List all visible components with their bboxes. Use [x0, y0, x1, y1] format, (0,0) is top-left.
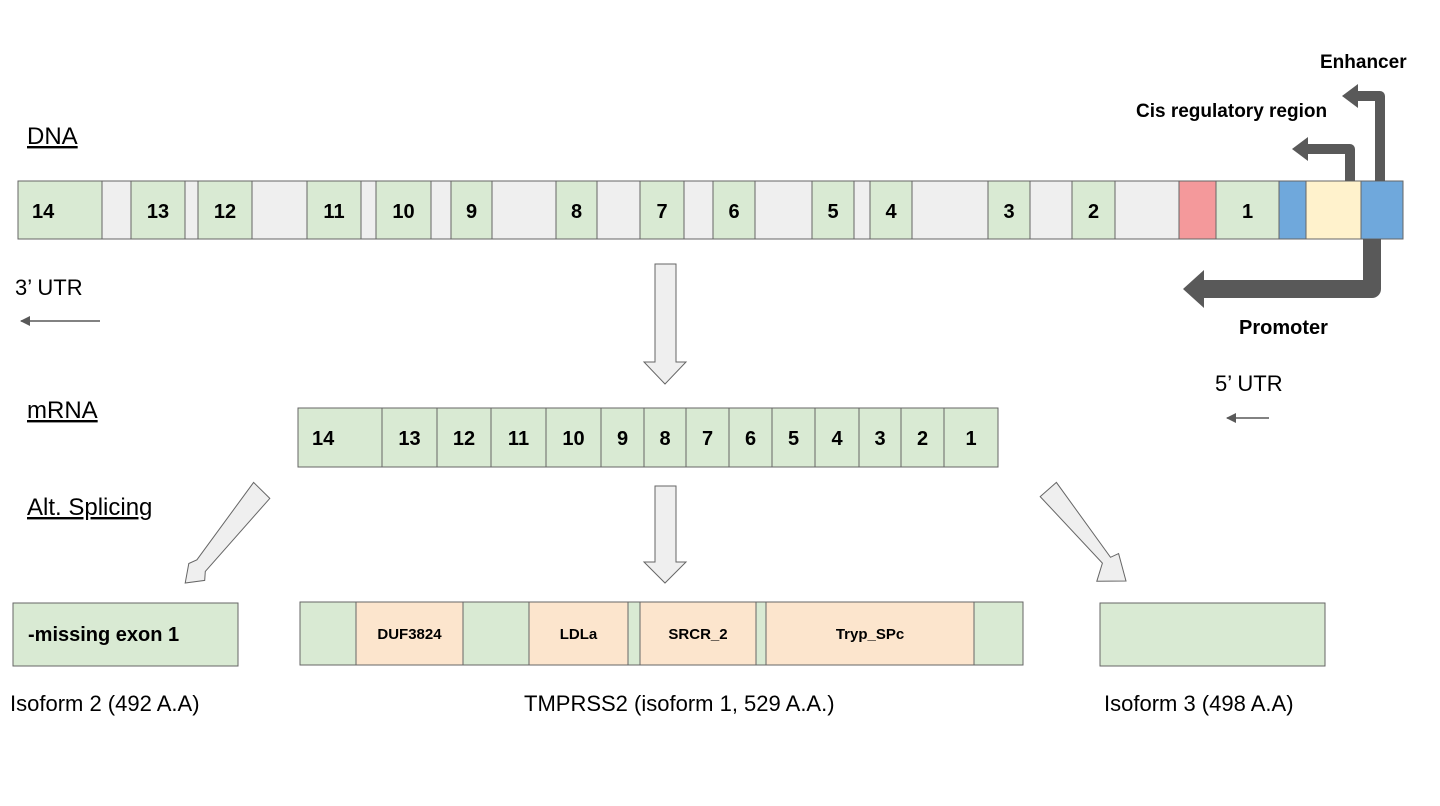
isoform3-box — [1099, 602, 1326, 667]
cis-regulatory-arrow — [1308, 144, 1355, 181]
mrna-exon-label: 12 — [453, 428, 475, 450]
isoform2-inner-label: -missing exon 1 — [28, 624, 179, 646]
dna-exon-4 — [869, 180, 913, 240]
dna-exon-10 — [375, 180, 432, 240]
mrna-exon-label: 3 — [874, 428, 885, 450]
mrna-exon-label: 13 — [398, 428, 420, 450]
mrna-exon-label: 5 — [788, 428, 799, 450]
mrna-exon-10 — [545, 407, 602, 468]
mrna-label: mRNA — [27, 397, 98, 424]
dna-yellow-element — [1305, 180, 1362, 240]
mrna-exon-13 — [381, 407, 438, 468]
dna-exon-label: 3 — [1003, 201, 1014, 223]
domain-duf3824 — [355, 601, 464, 666]
isoform1: DUF3824 LDLa SRCR_2 Tryp_SPc — [299, 601, 1024, 666]
dna-exon-7 — [639, 180, 685, 240]
splice-arrow-left — [184, 481, 271, 584]
promoter-label: Promoter — [1239, 317, 1328, 339]
mrna-exon-1 — [943, 407, 999, 468]
isoform2-box — [12, 602, 239, 667]
mrna-exon-6 — [728, 407, 773, 468]
enhancer-arrow — [1358, 91, 1385, 181]
domain-label: LDLa — [560, 626, 598, 643]
dna-exon-11 — [306, 180, 362, 240]
mrna-exon-label: 7 — [702, 428, 713, 450]
regulatory-arrows — [1183, 84, 1385, 308]
dna-blue-element-left — [1278, 180, 1307, 240]
mrna-strand: 14 13 12 11 10 9 8 7 6 5 4 3 2 1 — [297, 407, 999, 468]
isoform3-caption: Isoform 3 (498 A.A) — [1104, 691, 1294, 716]
dna-exon-8 — [555, 180, 598, 240]
domain-label: SRCR_2 — [668, 626, 727, 643]
dna-exon-6 — [712, 180, 756, 240]
dna-exon-2 — [1071, 180, 1116, 240]
dna-exon-group: 14 13 12 11 10 9 8 7 6 5 4 3 2 1 — [17, 180, 1280, 240]
mrna-exon-label: 1 — [965, 428, 976, 450]
mrna-exon-label: 14 — [312, 428, 335, 450]
dna-exon-label: 1 — [1242, 201, 1253, 223]
dna-exon-9 — [450, 180, 493, 240]
mrna-exon-label: 6 — [745, 428, 756, 450]
enhancer-label: Enhancer — [1320, 52, 1407, 73]
mrna-exon-label: 4 — [831, 428, 843, 450]
dna-exon-5 — [811, 180, 855, 240]
alt-splicing-label: Alt. Splicing — [27, 494, 152, 521]
mrna-exon-11 — [490, 407, 547, 468]
cis-regulatory-arrow-head — [1292, 137, 1308, 161]
mrna-exon-label: 2 — [917, 428, 928, 450]
dna-exon-label: 13 — [147, 201, 169, 223]
domain-label: DUF3824 — [377, 626, 442, 643]
utr3-label: 3’ UTR — [15, 275, 83, 300]
domain-ldla — [528, 601, 629, 666]
dna-exon-label: 4 — [885, 201, 897, 223]
dna-exon-12 — [197, 180, 253, 240]
dna-exon-label: 14 — [32, 201, 55, 223]
dna-exon-label: 7 — [656, 201, 667, 223]
mrna-exon-label: 10 — [562, 428, 584, 450]
dna-exon-1 — [1215, 180, 1280, 240]
mrna-exon-12 — [436, 407, 492, 468]
dna-exon-3 — [987, 180, 1031, 240]
domain-label: Tryp_SPc — [836, 626, 904, 643]
mrna-exon-5 — [771, 407, 816, 468]
enhancer-arrow-head — [1342, 84, 1358, 108]
isoform2-caption: Isoform 2 (492 A.A) — [10, 691, 200, 716]
dna-exon-label: 5 — [827, 201, 838, 223]
dna-exon-label: 9 — [466, 201, 477, 223]
promoter-arrow — [1204, 239, 1381, 298]
mrna-exon-8 — [643, 407, 687, 468]
dna-blue-element-right — [1360, 180, 1404, 240]
dna-strand: 14 13 12 11 10 9 8 7 6 5 4 3 2 1 — [17, 180, 1404, 240]
mrna-exon-4 — [814, 407, 860, 468]
dna-exon-label: 8 — [571, 201, 582, 223]
dna-exon-label: 12 — [214, 201, 236, 223]
splice-arrow-right — [1039, 481, 1127, 582]
dna-exon-label: 11 — [323, 201, 344, 223]
transcription-arrow — [642, 263, 688, 385]
isoform1-caption: TMPRSS2 (isoform 1, 529 A.A.) — [524, 691, 835, 716]
splice-arrow-center — [642, 485, 688, 584]
mrna-exon-9 — [600, 407, 645, 468]
dna-exon-14 — [17, 180, 103, 240]
mrna-exon-label: 11 — [508, 428, 529, 450]
mrna-exon-label: 8 — [659, 428, 670, 450]
mrna-exon-2 — [900, 407, 945, 468]
mrna-exon-14 — [297, 407, 383, 468]
dna-red-element — [1178, 180, 1217, 240]
dna-exon-label: 10 — [392, 201, 414, 223]
domain-tryp-spc — [765, 601, 975, 666]
utr5-label: 5’ UTR — [1215, 371, 1283, 396]
dna-exon-label: 2 — [1088, 201, 1099, 223]
domain-srcr-2 — [639, 601, 757, 666]
mrna-exon-label: 9 — [617, 428, 628, 450]
dna-label: DNA — [27, 123, 78, 150]
dna-exon-13 — [130, 180, 186, 240]
promoter-arrow-head — [1183, 270, 1204, 308]
isoform2: -missing exon 1 — [12, 602, 239, 667]
mrna-exon-3 — [858, 407, 902, 468]
dna-exon-label: 6 — [728, 201, 739, 223]
cis-regulatory-label: Cis regulatory region — [1136, 101, 1327, 122]
